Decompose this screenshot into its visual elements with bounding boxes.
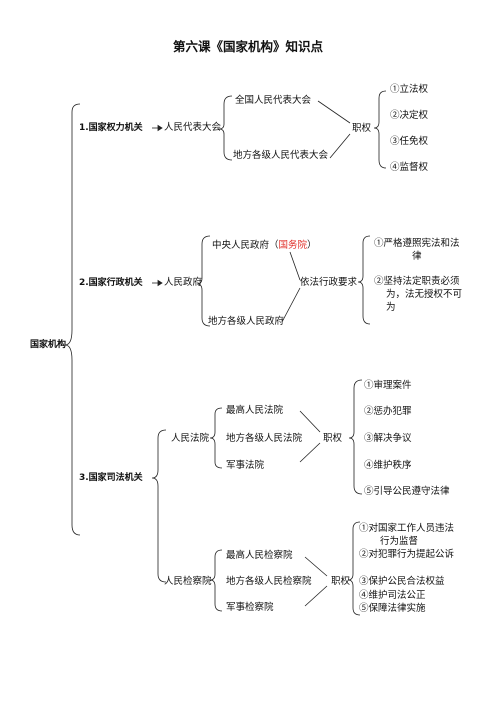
state-council-highlight: 国务院 — [278, 240, 308, 251]
procuratorate-member: 地方各级人民检察院 — [226, 576, 312, 587]
procuratorate-label: 人民检察院 — [164, 576, 212, 587]
procuratorate-power-item: ①对国家工作人员违法 — [359, 523, 455, 534]
admin-principle: 依法行政要求 — [300, 277, 358, 288]
procuratorate-power-item: ②对犯罪行为提起公诉 — [359, 549, 455, 560]
court-power-item: ①审理案件 — [364, 380, 412, 391]
power-power-item: ①立法权 — [390, 84, 429, 95]
judicial-brace — [151, 429, 167, 583]
admin-req-brace — [357, 235, 371, 325]
page-title: 第六课《国家机构》知识点 — [172, 39, 323, 54]
court-powers-label: 职权 — [323, 433, 343, 444]
admin-organ-label: 2.国家行政机关 — [79, 278, 143, 288]
power-power-item: ③任免权 — [390, 136, 429, 147]
root-label: 国家机构 — [30, 340, 67, 350]
admin-requirement-line: 律 — [412, 251, 422, 262]
court-member: 军事法院 — [226, 460, 265, 471]
procuratorate-member: 最高人民检察院 — [226, 550, 293, 561]
power-powers-brace — [373, 90, 387, 169]
power-powers-label: 职权 — [352, 123, 372, 134]
judicial-organ-label: 3.国家司法机关 — [79, 473, 143, 483]
admin-central-suffix: ） — [307, 240, 317, 251]
court-member: 地方各级人民法院 — [226, 433, 303, 444]
admin-central-gov: 中央人民政府（国务院） — [212, 240, 317, 252]
admin-requirement-line: 为 — [386, 302, 396, 313]
procuratorate-power-item: ⑤保障法律实施 — [359, 603, 426, 614]
admin-requirement-line: ①严格遵照宪法和法 — [374, 238, 460, 249]
power-body: 人民代表大会 — [164, 122, 222, 133]
procuratorate-member: 军事检察院 — [226, 602, 274, 613]
admin-requirement-line: ②坚持法定职责必须 — [374, 276, 460, 287]
power-member-local: 地方各级人民代表大会 — [233, 150, 329, 161]
court-powers-brace — [348, 379, 363, 495]
power-power-item: ④监督权 — [390, 162, 429, 173]
procuratorate-power-item: 行为监督 — [380, 536, 419, 547]
admin-body: 人民政府 — [164, 277, 203, 288]
proc-powers-brace — [347, 521, 361, 616]
admin-member-brace — [196, 235, 211, 327]
admin-central-prefix: 中央人民政府（ — [212, 240, 279, 251]
proc-member-brace — [209, 549, 223, 612]
power-member-brace — [218, 95, 233, 161]
procuratorate-power-item: ④维护司法公正 — [359, 590, 426, 601]
procuratorate-powers-label: 职权 — [331, 576, 351, 587]
court-label: 人民法院 — [171, 433, 210, 444]
power-organ-label: 1.国家权力机关 — [79, 123, 143, 133]
power-power-item: ②决定权 — [390, 110, 429, 121]
root-brace — [64, 103, 81, 536]
court-power-item: ③解决争议 — [364, 433, 412, 444]
procuratorate-power-item: ③保护公民合法权益 — [359, 576, 445, 587]
court-member: 最高人民法院 — [226, 405, 284, 416]
admin-requirement-line: 为，法无授权不可 — [386, 289, 463, 300]
power-member-national: 全国人民代表大会 — [235, 95, 312, 106]
admin-local-gov: 地方各级人民政府 — [208, 316, 285, 327]
court-member-brace — [209, 407, 223, 469]
court-power-item: ②惩办犯罪 — [364, 406, 412, 417]
court-power-item: ⑤引导公民遵守法律 — [364, 486, 450, 497]
court-power-item: ④维护秩序 — [364, 460, 412, 471]
